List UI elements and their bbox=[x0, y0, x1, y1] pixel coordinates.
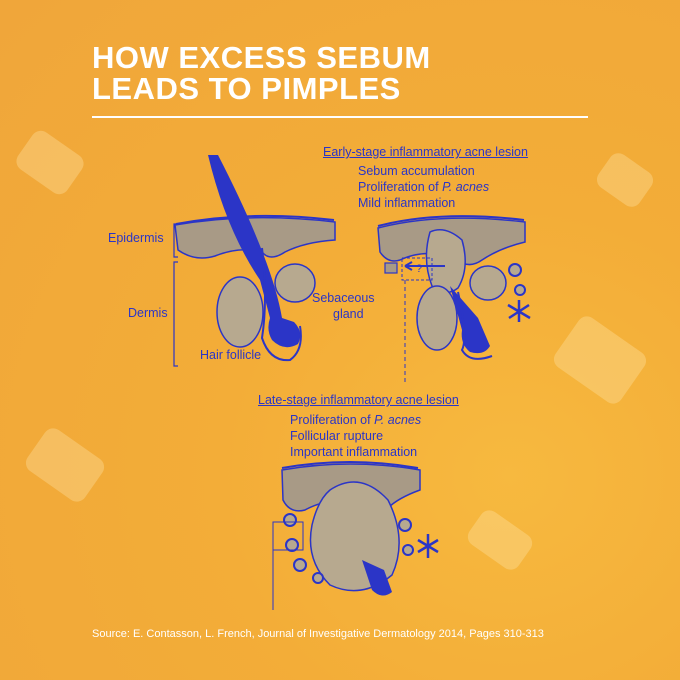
early-stage-item-2: Proliferation of P. acnes bbox=[358, 180, 489, 194]
early-stage-item-3: Mild inflammation bbox=[358, 196, 456, 210]
normal-follicle-illustration bbox=[174, 155, 336, 362]
sebaceous-gland-label-line2: gland bbox=[333, 307, 364, 321]
title-line-2: LEADS TO PIMPLES bbox=[92, 71, 401, 106]
late-stage-item-1-organism: P. acnes bbox=[374, 413, 422, 427]
late-stage-lesion-illustration bbox=[272, 461, 439, 610]
title-divider bbox=[92, 116, 588, 118]
early-stage-lesion-illustration bbox=[377, 215, 531, 385]
question-mark: ? bbox=[416, 263, 423, 275]
page-title: HOW EXCESS SEBUM LEADS TO PIMPLES bbox=[92, 42, 431, 104]
early-stage-item-2-prefix: Proliferation of bbox=[358, 180, 443, 194]
sebaceous-gland-label-line1: Sebaceous bbox=[312, 291, 375, 305]
late-stage-item-1: Proliferation of P. acnes bbox=[290, 413, 421, 427]
late-stage-item-3: Important inflammation bbox=[290, 445, 418, 459]
late-stage-heading: Late-stage inflammatory acne lesion bbox=[258, 393, 459, 407]
dermis-bracket bbox=[173, 261, 178, 367]
early-stage-heading: Early-stage inflammatory acne lesion bbox=[323, 145, 528, 159]
early-stage-item-1: Sebum accumulation bbox=[358, 164, 475, 178]
source-citation: Source: E. Contasson, L. French, Journal… bbox=[92, 628, 544, 640]
epidermis-bracket bbox=[173, 223, 178, 258]
hair-follicle-label: Hair follicle bbox=[200, 348, 262, 362]
late-stage-item-2: Follicular rupture bbox=[290, 429, 384, 443]
epidermis-label: Epidermis bbox=[108, 231, 164, 245]
title-line-1: HOW EXCESS SEBUM bbox=[92, 40, 431, 75]
early-stage-item-2-organism: P. acnes bbox=[442, 180, 490, 194]
late-stage-item-1-prefix: Proliferation of bbox=[290, 413, 375, 427]
dermis-label: Dermis bbox=[128, 306, 168, 320]
